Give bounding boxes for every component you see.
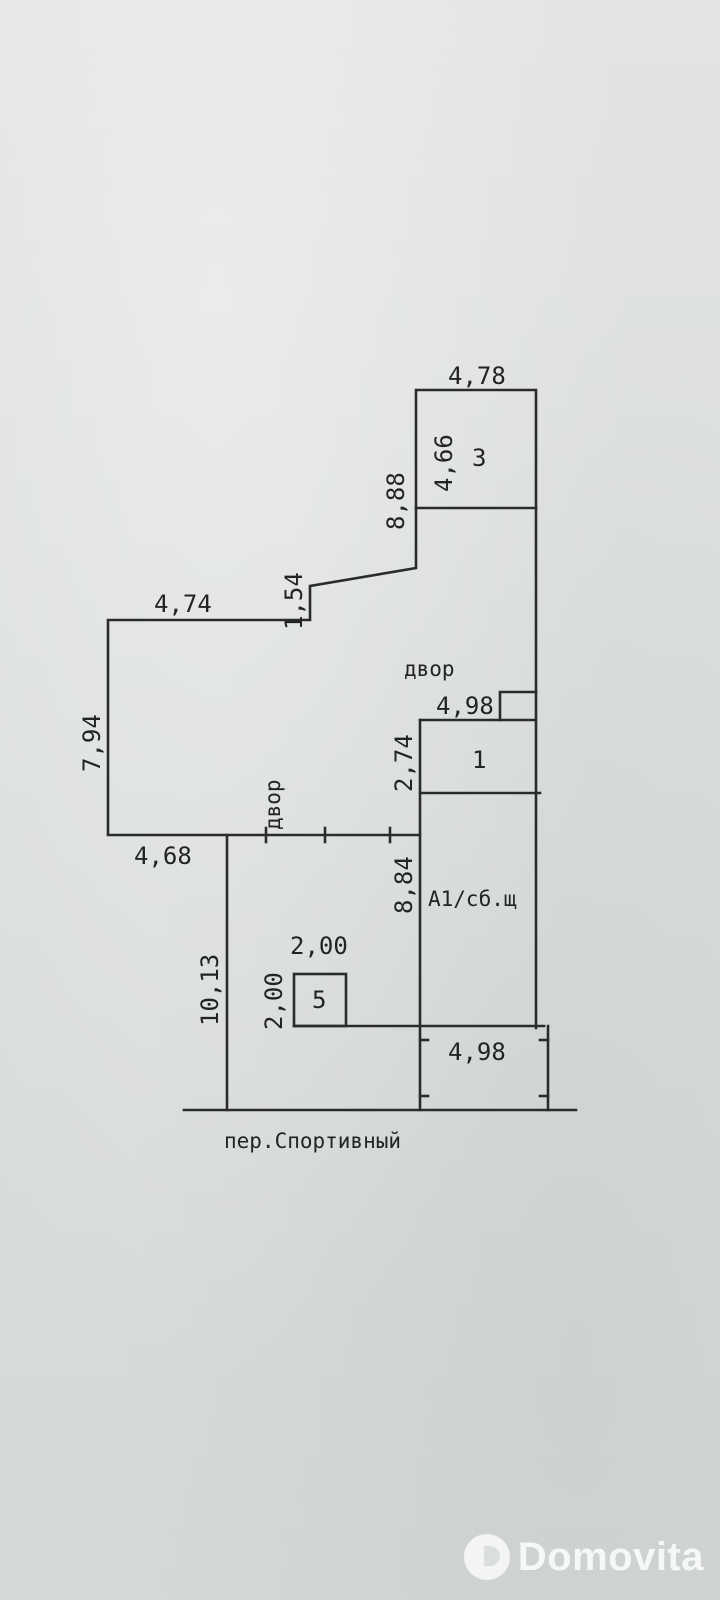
label-right-height: 8,88 (382, 472, 410, 530)
label-room3-id: 3 (472, 444, 486, 472)
street-name: пер.Спортивный (224, 1129, 401, 1153)
label-top-width: 4,78 (448, 362, 506, 390)
label-lower-left-width: 4,68 (134, 842, 192, 870)
label-room1-width: 4,98 (436, 692, 494, 720)
label-a1-height: 8,84 (390, 856, 418, 914)
label-lot-height: 10,13 (196, 954, 224, 1026)
label-a1-id: А1/сб.щ (428, 887, 517, 911)
label-room1-id: 1 (472, 746, 486, 774)
watermark-text: Domovita (517, 1534, 704, 1579)
label-room3-height: 4,66 (430, 434, 458, 492)
label-yard-upper: двор (404, 657, 455, 681)
label-step-height: 1,54 (280, 572, 308, 630)
label-upper-width: 4,74 (154, 590, 212, 618)
room1-top (418, 718, 538, 1030)
label-room5-id: 5 (312, 986, 326, 1014)
outline-upper (106, 388, 538, 835)
watermark-logo-icon (463, 1534, 510, 1580)
label-bottom-width: 4,98 (448, 1038, 506, 1066)
label-room1-height: 2,74 (390, 734, 418, 792)
notch (498, 690, 538, 722)
label-yard-left: двор (261, 779, 285, 830)
label-left-height: 7,94 (78, 714, 106, 772)
watermark: Domovita (463, 1534, 704, 1580)
label-room5-height: 2,00 (260, 972, 288, 1030)
label-room5-width: 2,00 (290, 932, 348, 960)
